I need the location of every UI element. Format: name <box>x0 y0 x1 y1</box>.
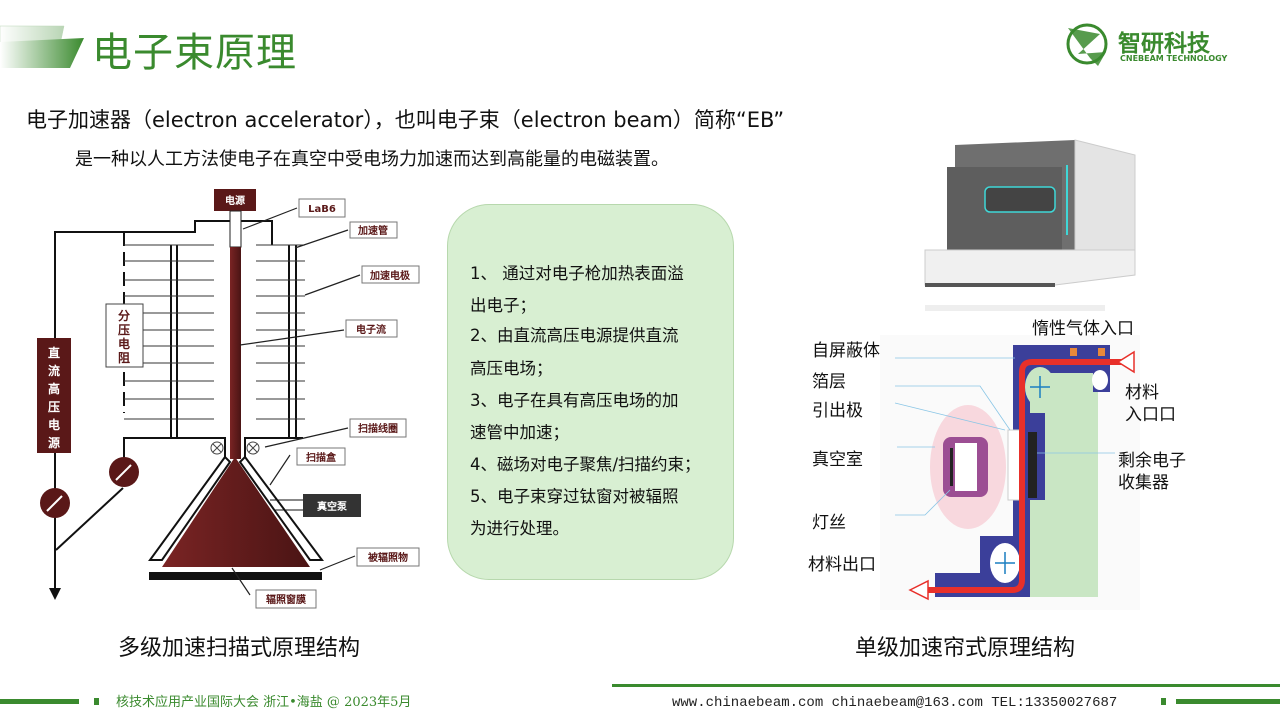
label-target: 被辐照物 <box>368 551 408 564</box>
label-power: 电源 <box>225 194 245 207</box>
svg-text:分: 分 <box>118 308 130 323</box>
logo-mark-icon <box>1066 23 1108 66</box>
logo-name: 智研科技 <box>1118 31 1210 57</box>
label-stream: 电子流 <box>356 323 386 336</box>
right-diagram-caption: 单级加速帘式原理结构 <box>855 636 1076 661</box>
electron-beam-cone <box>162 457 310 567</box>
label-extractor: 引出极 <box>812 401 863 421</box>
svg-text:直: 直 <box>48 345 60 360</box>
hv-supply-box <box>37 338 71 453</box>
step-line: 出电子； <box>470 296 536 315</box>
process-steps-box: 1、 通过对电子枪加热表面溢 出电子； 2、由直流高压电源提供直流 高压电场； … <box>447 204 734 580</box>
footer-conference: 核技术应用产业国际大会 浙江•海盐 @ 2023年5月 <box>116 695 412 710</box>
footer-bar-left <box>0 699 79 704</box>
step-line: 为进行处理。 <box>470 519 569 538</box>
irradiated-object <box>149 572 322 580</box>
label-gas-inlet: 惰性气体入口 <box>1032 319 1134 339</box>
label-pump: 真空泵 <box>317 500 348 513</box>
label-material-inlet-2: 入口口 <box>1125 405 1176 425</box>
label-collector-2: 收集器 <box>1118 473 1169 493</box>
label-material-inlet: 材料 <box>1125 383 1159 403</box>
svg-text:电: 电 <box>48 417 60 432</box>
electron-beam-column <box>230 247 241 459</box>
eb-machine-image <box>924 139 1136 311</box>
header-stripes-decoration <box>0 25 84 68</box>
svg-text:压: 压 <box>48 400 60 414</box>
step-line: 高压电场； <box>470 359 553 378</box>
svg-text:阻: 阻 <box>118 350 130 365</box>
step-line: 3、电子在具有高压电场的加 <box>470 391 679 410</box>
step-line: 5、电子束穿过钛窗对被辐照 <box>470 487 679 506</box>
label-material-outlet: 材料出口 <box>808 555 876 575</box>
page-title: 电子束原理 <box>92 30 297 76</box>
power-box <box>214 189 256 211</box>
label-scan-box: 扫描盒 <box>306 451 337 464</box>
label-filament: 灯丝 <box>812 513 846 533</box>
footer-square <box>1161 698 1166 705</box>
footer-divider <box>612 684 1280 687</box>
footer-square <box>94 698 99 705</box>
svg-text:电: 电 <box>118 336 130 351</box>
svg-text:源: 源 <box>48 435 60 450</box>
curtain-accelerator-diagram <box>880 335 1140 610</box>
footer-bar-right <box>1176 699 1280 704</box>
label-window: 辐照窗膜 <box>266 593 306 606</box>
label-foil: 箔层 <box>812 372 846 392</box>
svg-text:高: 高 <box>48 381 60 396</box>
step-line: 1、 通过对电子枪加热表面溢 <box>470 264 684 283</box>
label-electrode: 加速电极 <box>369 269 411 282</box>
svg-text:流: 流 <box>48 363 60 378</box>
label-collector: 剩余电子 <box>1118 451 1186 471</box>
svg-text:压: 压 <box>118 323 130 337</box>
step-line: 4、磁场对电子聚焦/扫描约束； <box>470 455 701 474</box>
multistage-accelerator-diagram: LaB6 加速管 加速电极 电子流 扫描线圈 扫描盒 被辐照物 辐照窗膜 真空泵… <box>37 189 420 609</box>
label-shield: 自屏蔽体 <box>812 341 880 361</box>
label-vacuum-chamber: 真空室 <box>812 450 863 470</box>
label-tube: 加速管 <box>357 224 388 237</box>
company-logo: 智研科技 CNEBEAM TECHNOLOGY <box>1060 22 1230 68</box>
left-diagram-caption: 多级加速扫描式原理结构 <box>118 636 361 661</box>
footer-contact: www.chinaebeam.com chinaebeam@163.com TE… <box>672 695 1118 711</box>
label-coil: 扫描线圈 <box>358 422 398 435</box>
step-line: 速管中加速； <box>470 423 569 442</box>
intro-line-2: 是一种以人工方法使电子在真空中受电场力加速而达到高能量的电磁装置。 <box>75 149 669 170</box>
logo-subtitle: CNEBEAM TECHNOLOGY <box>1120 54 1228 63</box>
intro-line-1: 电子加速器（electron accelerator），也叫电子束（electr… <box>26 108 785 132</box>
step-line: 2、由直流高压电源提供直流 <box>470 326 679 345</box>
label-lab6: LaB6 <box>308 204 336 215</box>
